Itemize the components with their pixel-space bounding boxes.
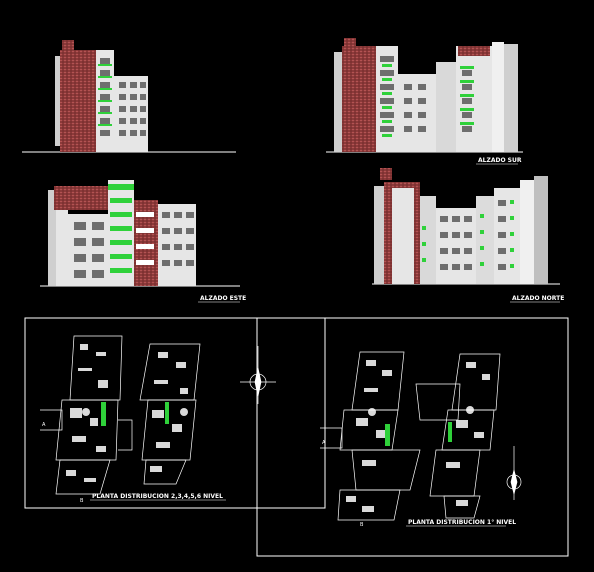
elevation-3: ALZADO ESTE bbox=[40, 180, 246, 303]
north-arrow-icon bbox=[240, 346, 276, 404]
elevation-1 bbox=[22, 40, 236, 153]
elevation-4-label: ALZADO NORTE bbox=[512, 295, 564, 302]
plan-right-marker-b: B bbox=[360, 522, 364, 528]
plan-left-marker-b: B bbox=[80, 498, 84, 504]
elevation-2-label: ALZADO SUR bbox=[478, 157, 522, 164]
plan-left-marker-a: A bbox=[42, 422, 46, 428]
elevation-4: ALZADO NORTE bbox=[372, 168, 564, 303]
elevation-2: ALZADO SUR bbox=[326, 38, 523, 165]
plan-left-label: PLANTA DISTRIBUCION 2,3,4,5,6 NIVEL bbox=[92, 493, 223, 500]
plan-sheet-right: A B PLANTA DISTRIBUCION 1° NIVEL bbox=[256, 317, 569, 557]
brick-tower bbox=[60, 50, 96, 152]
plan-right-marker-a: A bbox=[322, 440, 326, 446]
plan-right-label: PLANTA DISTRIBUCION 1° NIVEL bbox=[408, 519, 516, 526]
elevation-3-label: ALZADO ESTE bbox=[200, 295, 246, 302]
plan-sheet-left: A B PLANTA DISTRIBUCION 2,3,4,5,6 NIVEL bbox=[24, 317, 326, 509]
north-arrow-icon bbox=[506, 446, 522, 500]
